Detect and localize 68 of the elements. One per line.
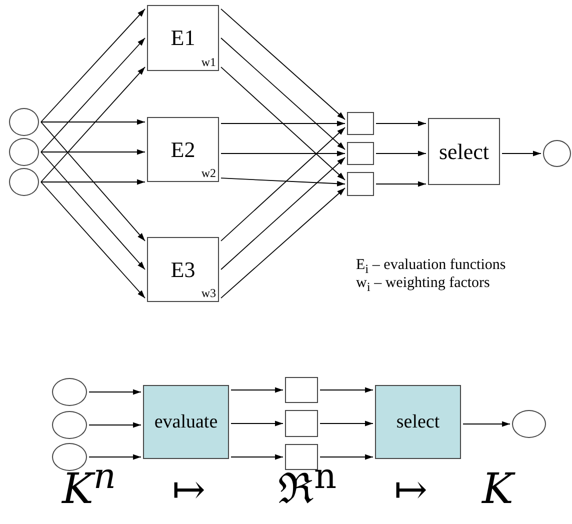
circle-node [543,140,571,167]
arrow [88,389,142,395]
weight-label: w2 [201,167,216,179]
function-box [428,118,500,185]
process-box [143,385,229,459]
circle-node [512,410,546,438]
math-symbol: ℜ$^{n}$ [278,468,337,510]
box-label: E2 [170,138,196,160]
arrow [502,150,542,156]
maps-to-symbol: ↦ [394,470,428,510]
function-box [147,117,219,182]
empty-box [347,112,374,135]
empty-box [347,142,374,165]
arrow [88,454,142,460]
math-symbol: K$^{n}$ [62,468,116,510]
arrow [40,119,146,125]
maps-to-symbol: ↦ [172,470,206,510]
arrow [320,454,374,460]
legend-note: E$_{i}$ – evaluation functions [356,258,506,276]
box-label: select [396,412,440,432]
arrow [220,38,346,150]
box-label: E1 [170,27,196,49]
empty-box [347,172,374,196]
arrow [40,149,146,155]
weight-label: w1 [201,56,216,68]
arrow [320,420,374,426]
math-symbol: K [482,468,514,510]
arrow [40,179,146,185]
arrow [88,422,142,428]
arrow [220,66,346,180]
arrow [40,122,146,242]
weight-label: w3 [201,287,216,299]
circle-node [52,378,87,406]
empty-box [285,377,318,403]
arrow [230,387,284,393]
arrow [376,181,426,187]
arrow [40,66,146,182]
circle-node [9,108,39,136]
arrow [220,150,346,156]
arrow [376,120,426,126]
process-box [375,385,461,459]
arrow [220,157,346,270]
empty-box [285,410,318,437]
empty-box [285,444,318,470]
circle-node [52,411,87,439]
function-box [147,5,219,71]
arrow [40,152,146,270]
arrow [230,420,284,426]
arrow [220,120,346,126]
arrow [40,38,146,152]
box-label: select [438,140,490,162]
arrow [220,127,346,242]
box-label: evaluate [154,412,218,432]
arrow [40,8,146,122]
arrow [220,8,346,120]
circle-node [52,443,87,471]
function-box [147,237,219,302]
circle-node [9,138,39,166]
arrow [220,188,346,299]
arrow [376,150,426,156]
arrow [462,421,510,427]
arrow [40,182,146,299]
box-label: E3 [170,258,196,280]
arrow [320,387,374,393]
circle-node [9,168,39,196]
legend-note: w$_{i}$ – weighting factors [356,276,490,294]
arrow [220,178,346,186]
arrow [230,454,284,460]
